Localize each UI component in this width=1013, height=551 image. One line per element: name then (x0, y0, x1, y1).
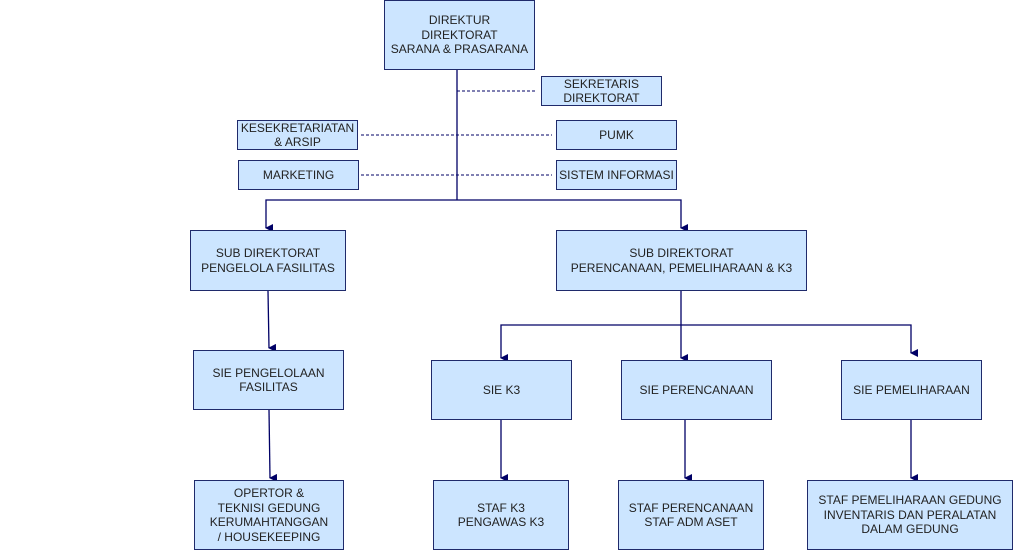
node-staf-perencanaan[interactable]: STAF PERENCANAAN STAF ADM ASET (618, 480, 764, 550)
node-operator-teknisi[interactable]: OPERTOR & TEKNISI GEDUNG KERUMAHTANGGAN … (194, 480, 344, 550)
node-subdir-pengelola-fasilitas[interactable]: SUB DIREKTORAT PENGELOLA FASILITAS (190, 230, 346, 291)
node-sistem-informasi[interactable]: SISTEM INFORMASI (556, 160, 677, 190)
node-sie-pengelolaan-fasilitas[interactable]: SIE PENGELOLAAN FASILITAS (193, 350, 344, 410)
node-subdir-perencanaan-pemeliharaan-k3[interactable]: SUB DIREKTORAT PERENCANAAN, PEMELIHARAAN… (556, 230, 807, 291)
node-pumk[interactable]: PUMK (556, 120, 677, 150)
node-direktur[interactable]: DIREKTUR DIREKTORAT SARANA & PRASARANA (384, 0, 535, 70)
node-sie-perencanaan[interactable]: SIE PERENCANAAN (621, 360, 772, 420)
node-kesekretariatan-arsip[interactable]: KESEKRETARIATAN & ARSIP (237, 120, 358, 150)
node-staf-k3[interactable]: STAF K3 PENGAWAS K3 (433, 480, 569, 550)
node-sie-k3[interactable]: SIE K3 (431, 360, 572, 420)
edge-sie-pengelolaan-operator (268, 409, 278, 482)
edge-subdir-sie-pemeliharaan (681, 324, 918, 357)
node-sie-pemeliharaan[interactable]: SIE PEMELIHARAAN (841, 360, 982, 420)
edge-subdir-sie-k3 (500, 324, 681, 362)
edge-direktur-subdir-fasilitas (265, 199, 457, 232)
edge-direktur-subdir-perencanaan (457, 199, 688, 232)
node-sekretaris-direktorat[interactable]: SEKRETARIS DIREKTORAT (541, 76, 662, 106)
node-marketing[interactable]: MARKETING (238, 160, 359, 190)
edge-subdir-fasilitas-sie-pengelolaan (267, 290, 277, 352)
node-staf-pemeliharaan[interactable]: STAF PEMELIHARAAN GEDUNG INVENTARIS DAN … (807, 480, 1013, 550)
